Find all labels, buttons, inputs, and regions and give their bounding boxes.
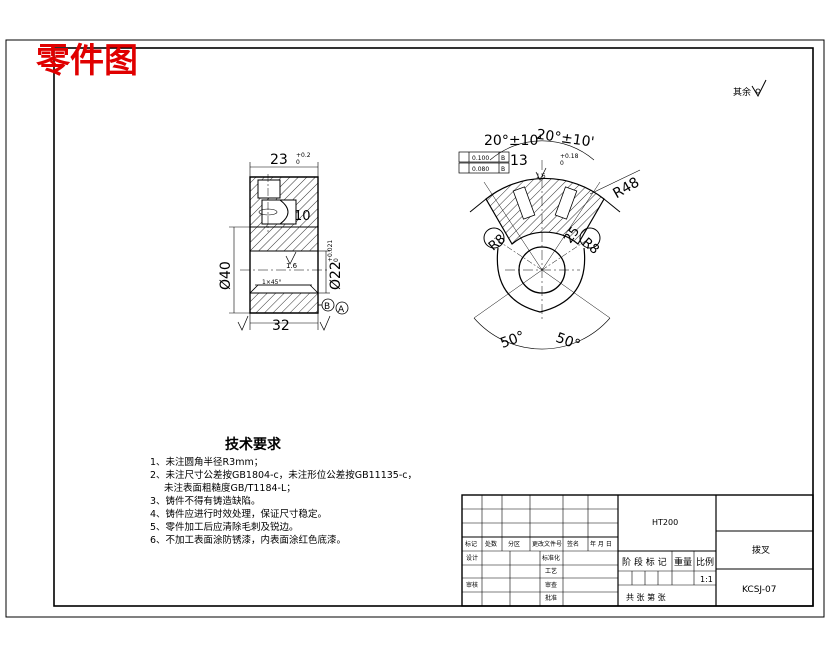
svg-text:6、不加工表面涂防锈漆，内表面涂红色底漆。: 6、不加工表面涂防锈漆，内表面涂红色底漆。 [150, 534, 346, 546]
svg-text:比例: 比例 [696, 556, 714, 568]
svg-text:1.6: 1.6 [536, 173, 546, 180]
stamp-title: 零件图 [36, 41, 138, 81]
svg-text:R48: R48 [610, 174, 642, 202]
svg-text:0: 0 [560, 160, 564, 167]
material-label: HT200 [652, 518, 678, 527]
svg-text:23: 23 [270, 152, 288, 168]
title-block-text: 标记 处数 分区 更改文件号 签名 年 月 日 设计 审核 标准化 工艺 审查 … [465, 518, 776, 602]
svg-text:Ø22: Ø22 [328, 261, 344, 290]
section-view: 23 +0.2 0 10 Ø40 Ø22 +0.021 0 1.6 1×45° … [218, 152, 349, 334]
svg-text:批准: 批准 [545, 594, 557, 602]
svg-text:标记: 标记 [465, 540, 477, 548]
svg-text:审核: 审核 [466, 581, 478, 589]
svg-text:Ø40: Ø40 [218, 261, 234, 290]
svg-text:其余: 其余 [733, 86, 751, 98]
svg-text:1、未注圆角半径R3mm；: 1、未注圆角半径R3mm； [150, 456, 263, 468]
svg-text:R8: R8 [486, 232, 509, 255]
svg-text:标准化: 标准化 [542, 554, 560, 562]
svg-text:设计: 设计 [466, 554, 478, 562]
svg-text:B: B [501, 166, 505, 173]
svg-text:阶 段 标 记: 阶 段 标 记 [622, 556, 667, 568]
svg-text:0: 0 [296, 159, 300, 166]
svg-text:20°±10': 20°±10' [535, 127, 595, 151]
svg-text:工艺: 工艺 [545, 567, 557, 575]
svg-text:签名: 签名 [567, 540, 579, 548]
svg-text:0: 0 [333, 258, 340, 262]
svg-text:50°: 50° [554, 330, 583, 354]
svg-text:审查: 审查 [545, 581, 557, 589]
svg-text:A: A [338, 305, 345, 315]
svg-text:13: 13 [510, 153, 528, 169]
svg-text:分区: 分区 [508, 540, 520, 548]
tech-req-title: 技术要求 [225, 436, 282, 453]
tolerance-frame-1: 0.100 B [458, 151, 510, 163]
svg-text:未注表面粗糙度GB/T1184-L；: 未注表面粗糙度GB/T1184-L； [164, 482, 296, 494]
svg-text:3、铸件不得有铸造缺陷。: 3、铸件不得有铸造缺陷。 [150, 495, 261, 507]
svg-text:B: B [501, 155, 505, 162]
svg-text:共 张 第 张: 共 张 第 张 [626, 592, 666, 602]
svg-text:重量: 重量 [674, 556, 692, 568]
svg-text:1.6: 1.6 [286, 262, 298, 270]
svg-text:更改文件号: 更改文件号 [532, 540, 562, 548]
svg-text:5、零件加工后应清除毛刺及锐边。: 5、零件加工后应清除毛刺及锐边。 [150, 521, 299, 533]
scale-value: 1:1 [700, 575, 713, 584]
svg-text:R8: R8 [579, 235, 602, 258]
svg-text:1×45°: 1×45° [262, 279, 281, 286]
part-name: 拨叉 [752, 544, 770, 556]
tolerance-frame-2: 0.080 B [458, 162, 510, 174]
svg-text:B: B [324, 302, 330, 312]
general-roughness-symbol: 其余 [733, 79, 767, 98]
svg-text:+0.021: +0.021 [327, 240, 334, 262]
svg-text:4、铸件应进行时效处理，保证尺寸稳定。: 4、铸件应进行时效处理，保证尺寸稳定。 [150, 508, 327, 520]
tech-requirements: 技术要求 1、未注圆角半径R3mm； 2、未注尺寸公差按GB1804-c，未注形… [150, 436, 417, 546]
svg-text:年 月 日: 年 月 日 [590, 540, 612, 548]
svg-text:2、未注尺寸公差按GB1804-c，未注形位公差按GB111: 2、未注尺寸公差按GB1804-c，未注形位公差按GB11135-c， [150, 469, 417, 481]
svg-text:0.100: 0.100 [472, 155, 489, 162]
svg-text:+0.2: +0.2 [296, 152, 311, 159]
inner-border [53, 47, 814, 607]
svg-text:20°±10': 20°±10' [484, 133, 542, 149]
front-view: 20°±10' 20°±10' 13 +0.18 0 0.100 B 0.080… [458, 127, 642, 354]
svg-text:+0.18: +0.18 [560, 153, 579, 160]
svg-text:处数: 处数 [485, 540, 497, 548]
drawing-number: KCSJ-07 [742, 585, 776, 595]
svg-text:0.080: 0.080 [472, 166, 489, 173]
outer-border [5, 39, 825, 618]
svg-text:50°: 50° [498, 328, 527, 352]
svg-text:10: 10 [294, 209, 311, 224]
svg-text:32: 32 [272, 318, 290, 334]
title-block [461, 494, 814, 607]
